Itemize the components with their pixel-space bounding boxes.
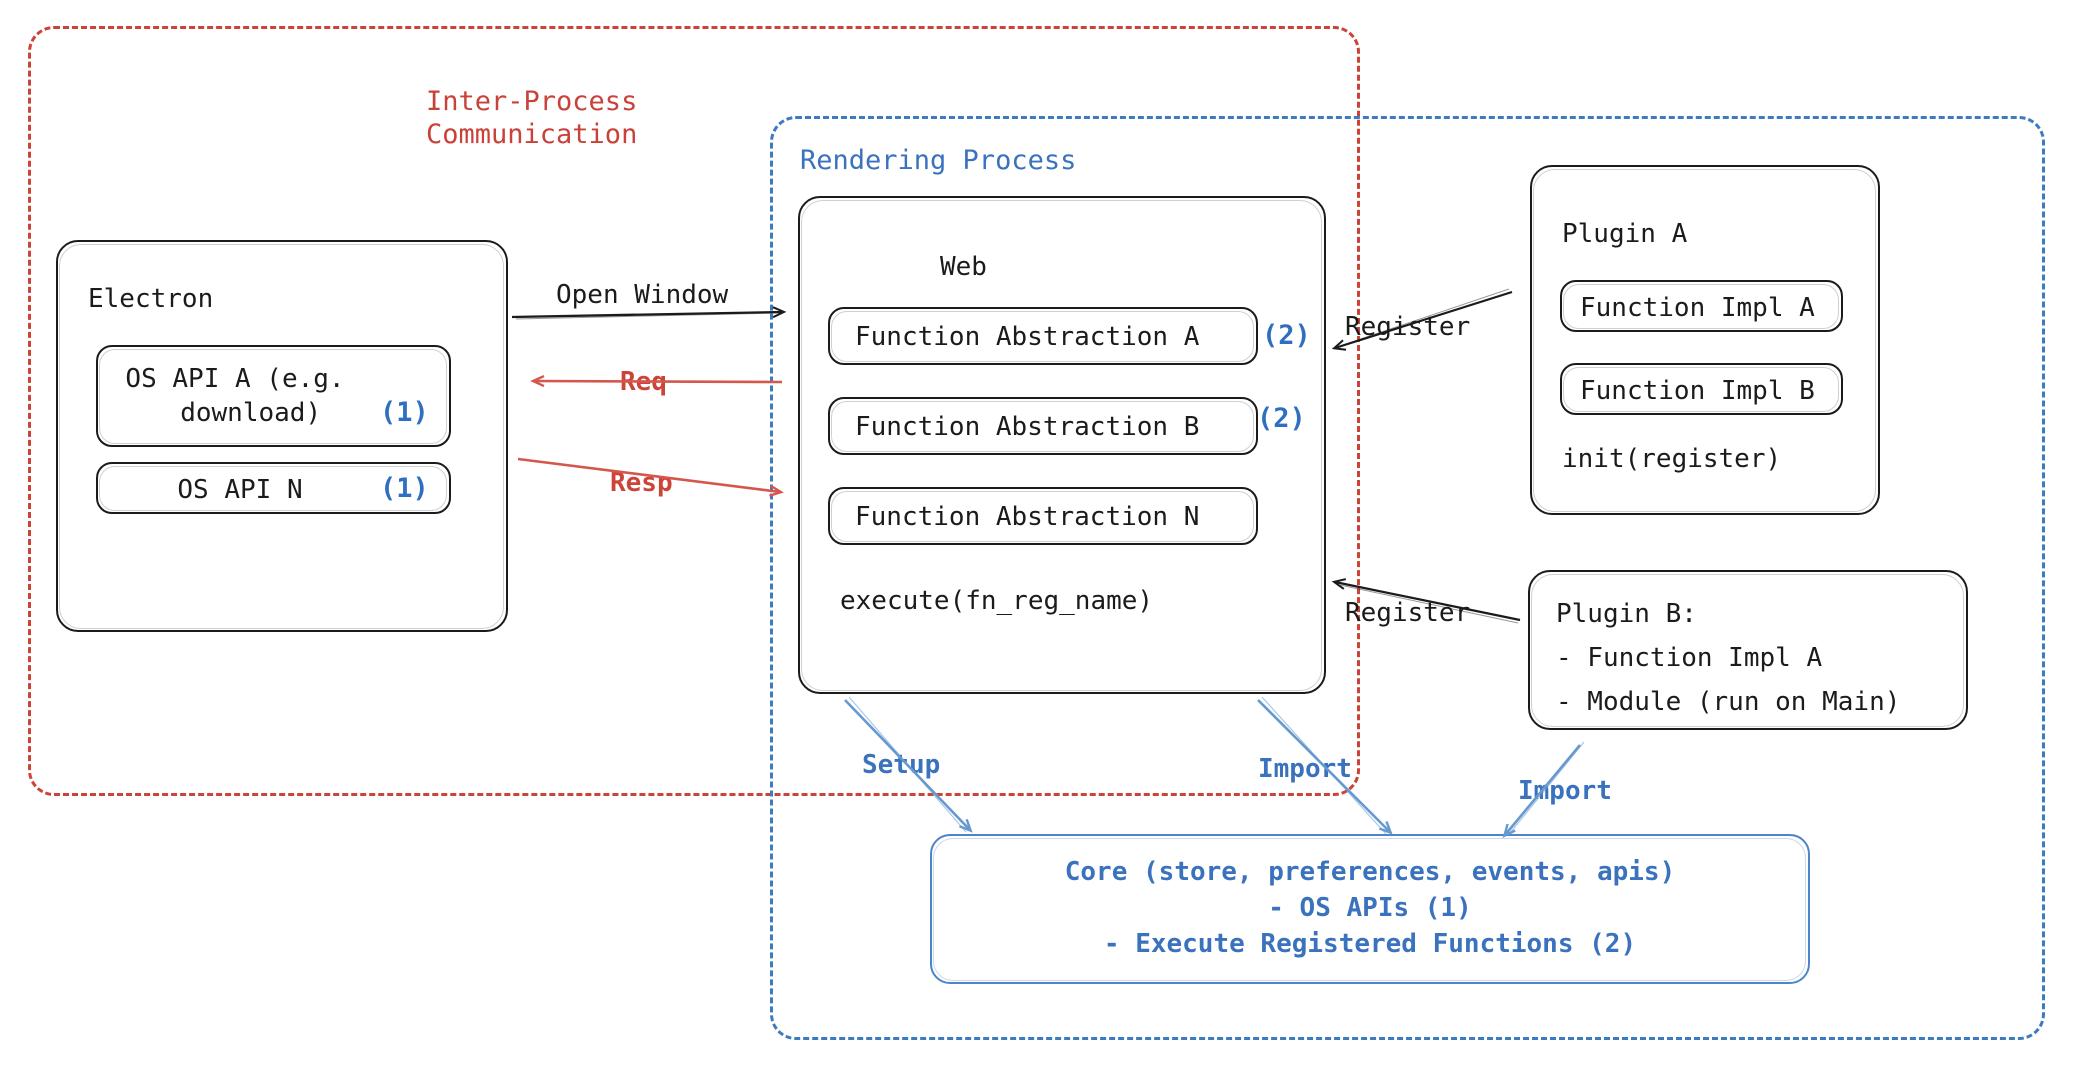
zone-label-rendering: Rendering Process xyxy=(800,145,1077,176)
function-abstraction-a-box[interactable] xyxy=(828,307,1258,365)
function-abstraction-b-box[interactable] xyxy=(828,397,1258,455)
os-api-a-badge: (1) xyxy=(380,397,429,428)
electron-title: Electron xyxy=(88,284,214,314)
function-impl-b-box[interactable] xyxy=(1560,363,1843,415)
os-api-a-label: OS API A (e.g. download) xyxy=(125,364,345,428)
function-abstraction-a-label: Function Abstraction A xyxy=(855,322,1200,352)
arrow-label-resp: Resp xyxy=(610,468,673,498)
plugin-b-line-module: - Module (run on Main) xyxy=(1556,687,1901,717)
os-api-n-badge: (1) xyxy=(380,473,429,504)
plugin-a-title: Plugin A xyxy=(1562,219,1688,249)
arrow-label-register-bottom: Register xyxy=(1345,598,1471,628)
zone-label-ipc: Inter-Process Communication xyxy=(426,86,638,150)
function-impl-a-box[interactable] xyxy=(1560,280,1843,332)
function-abstraction-a-badge: (2) xyxy=(1262,320,1311,351)
arrow-label-import-plugin: Import xyxy=(1518,776,1612,806)
plugin-b-title: Plugin B: xyxy=(1556,599,1697,629)
os-api-n-label: OS API N xyxy=(177,475,303,505)
arrow-label-open-window: Open Window xyxy=(556,280,729,310)
function-impl-b-label: Function Impl B xyxy=(1580,376,1815,406)
arrow-label-req: Req xyxy=(620,367,667,397)
web-title: Web xyxy=(940,252,987,282)
function-abstraction-b-label: Function Abstraction B xyxy=(855,412,1200,442)
zone-rendering-process xyxy=(770,116,2045,1040)
os-api-a-box[interactable] xyxy=(96,345,451,447)
plugin-b-box[interactable] xyxy=(1528,570,1968,730)
plugin-a-init-label: init(register) xyxy=(1562,444,1782,474)
os-api-n-box[interactable] xyxy=(96,462,451,514)
core-line-execute-registered: - Execute Registered Functions (2) xyxy=(1103,929,1637,959)
function-abstraction-n-box[interactable] xyxy=(828,487,1258,545)
zone-inter-process-communication xyxy=(28,26,1360,796)
function-abstraction-b-badge: (2) xyxy=(1257,403,1306,434)
arrow-label-setup: Setup xyxy=(862,750,941,780)
function-abstraction-n-label: Function Abstraction N xyxy=(855,502,1200,532)
core-line-main: Core (store, preferences, events, apis) xyxy=(1064,857,1676,887)
function-impl-a-label: Function Impl A xyxy=(1580,293,1815,323)
arrow-label-import-web: Import xyxy=(1258,754,1352,784)
web-execute-label: execute(fn_reg_name) xyxy=(840,586,1154,616)
plugin-a-box[interactable] xyxy=(1530,165,1880,515)
core-box[interactable] xyxy=(930,834,1810,984)
core-line-os-apis: - OS APIs (1) xyxy=(1268,893,1472,923)
plugin-b-line-function-impl-a: - Function Impl A xyxy=(1556,643,1823,673)
arrow-label-register-top: Register xyxy=(1345,312,1471,342)
